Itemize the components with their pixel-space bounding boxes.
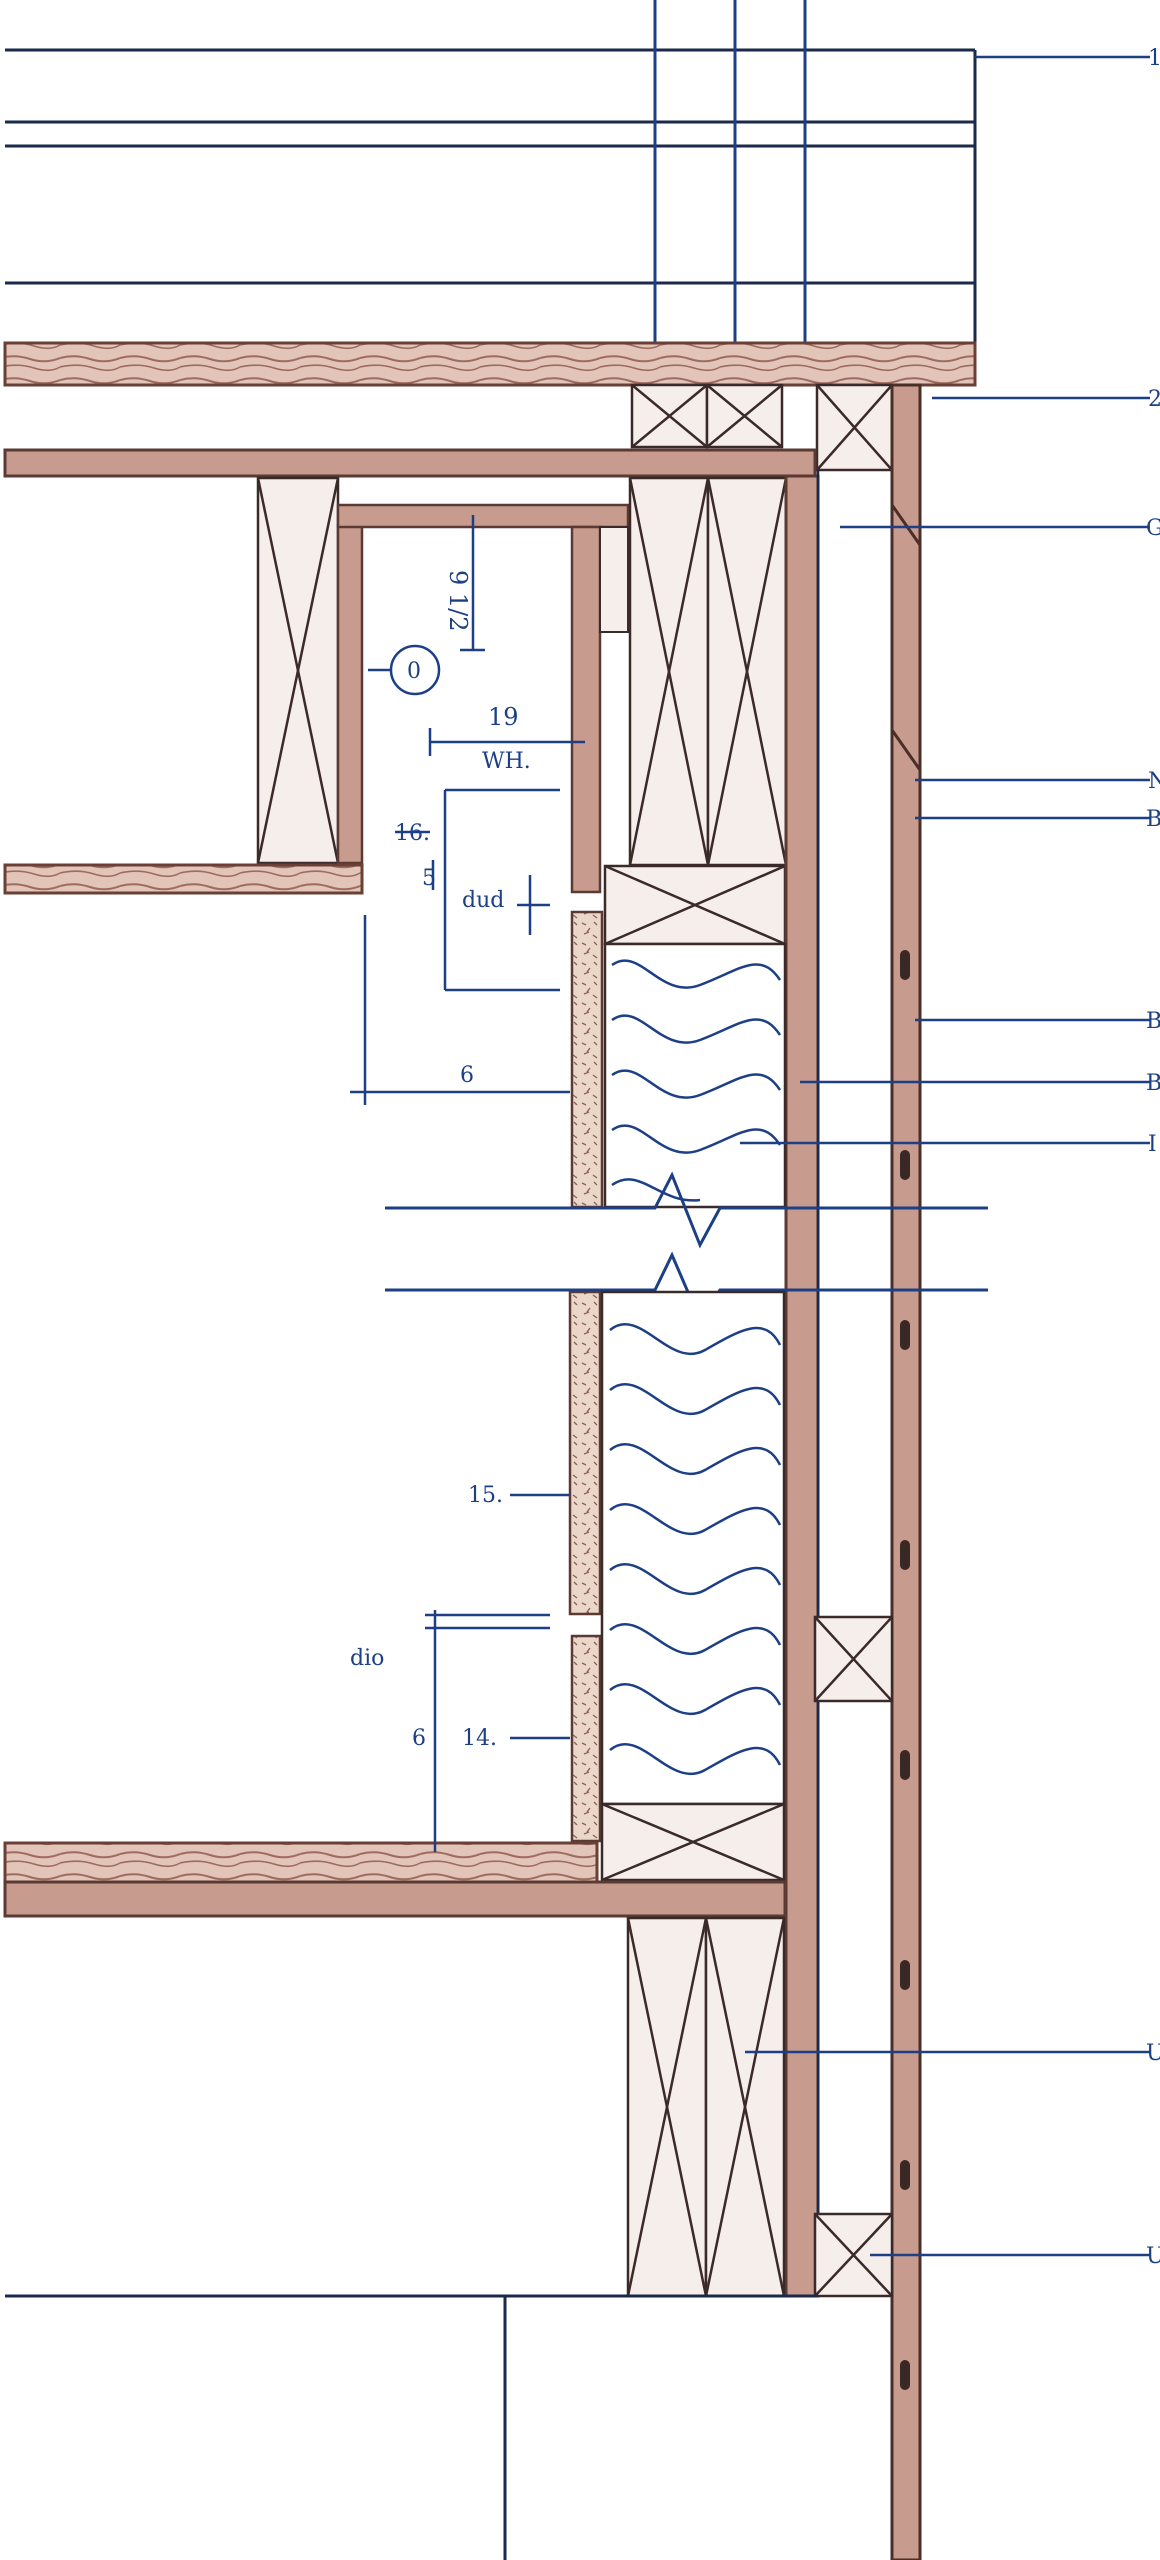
subfloor-board-top <box>3 341 977 387</box>
leader-tag-1: 1 <box>1148 46 1160 71</box>
floor-joist-left <box>256 476 340 865</box>
callout-14: 14. <box>462 1726 497 1751</box>
dim-box-label: dud <box>462 888 504 913</box>
joist-hanger <box>336 523 364 865</box>
leader-tag-7: B <box>1146 1071 1160 1096</box>
lower-blocking <box>600 1615 894 2298</box>
callout-16: 16. <box>395 821 430 846</box>
dim-bottom-label: 6 <box>460 1063 474 1088</box>
foundation-lines <box>5 2294 818 2560</box>
leader-tag-9: U <box>1146 2041 1160 2066</box>
ceiling-board-left <box>3 863 364 895</box>
cladding <box>890 383 922 2560</box>
dim-upper-vertical: 9 1/2 <box>444 570 472 632</box>
dim-14-sub-label: WH. <box>482 749 531 774</box>
leader-tag-4: N <box>1148 769 1160 794</box>
header-block <box>603 864 787 946</box>
insulation-upper <box>603 942 787 1209</box>
floor-board-lower <box>3 1841 599 1885</box>
leader-tag-8: I <box>1148 1132 1157 1157</box>
dim-side-label: 5 <box>422 866 436 891</box>
leader-tags: 1 2 G N B B B I U U <box>1146 46 1160 2269</box>
insulation-lower <box>600 1290 786 1806</box>
stud-pair-lower <box>626 1916 786 2298</box>
leader-tag-5: B <box>1146 807 1160 832</box>
leader-tag-3: G <box>1146 516 1160 541</box>
sheathing-column <box>784 474 820 2298</box>
stud-pair-upper <box>628 476 788 867</box>
top-plate <box>336 503 630 529</box>
dim-14-label: 19 <box>488 703 519 731</box>
plasterboard-upper <box>570 910 604 1209</box>
dim-lower-left-label: dio <box>350 1646 384 1671</box>
dimension-lines <box>350 515 585 1852</box>
rim-joist <box>3 448 817 478</box>
leader-lines <box>740 55 1150 2257</box>
plasterboard-lower-b <box>570 1634 602 1843</box>
callout-15: 15. <box>468 1483 503 1508</box>
dim-lower-left2-label: 6 <box>412 1726 426 1751</box>
leader-tag-2: 2 <box>1148 387 1160 412</box>
ref-circle-label: 0 <box>407 659 421 684</box>
stud-lining <box>570 525 602 894</box>
break-line <box>385 1171 988 1324</box>
leader-tag-10: U <box>1146 2244 1160 2269</box>
upper-floor-deck <box>5 48 977 383</box>
floor-rim-lower <box>3 1880 787 1918</box>
plasterboard-lower-a <box>568 1290 602 1616</box>
leader-tag-6: B <box>1146 1009 1160 1034</box>
service-lines <box>653 0 807 380</box>
top-blocking <box>630 383 894 472</box>
small-block <box>599 526 629 633</box>
